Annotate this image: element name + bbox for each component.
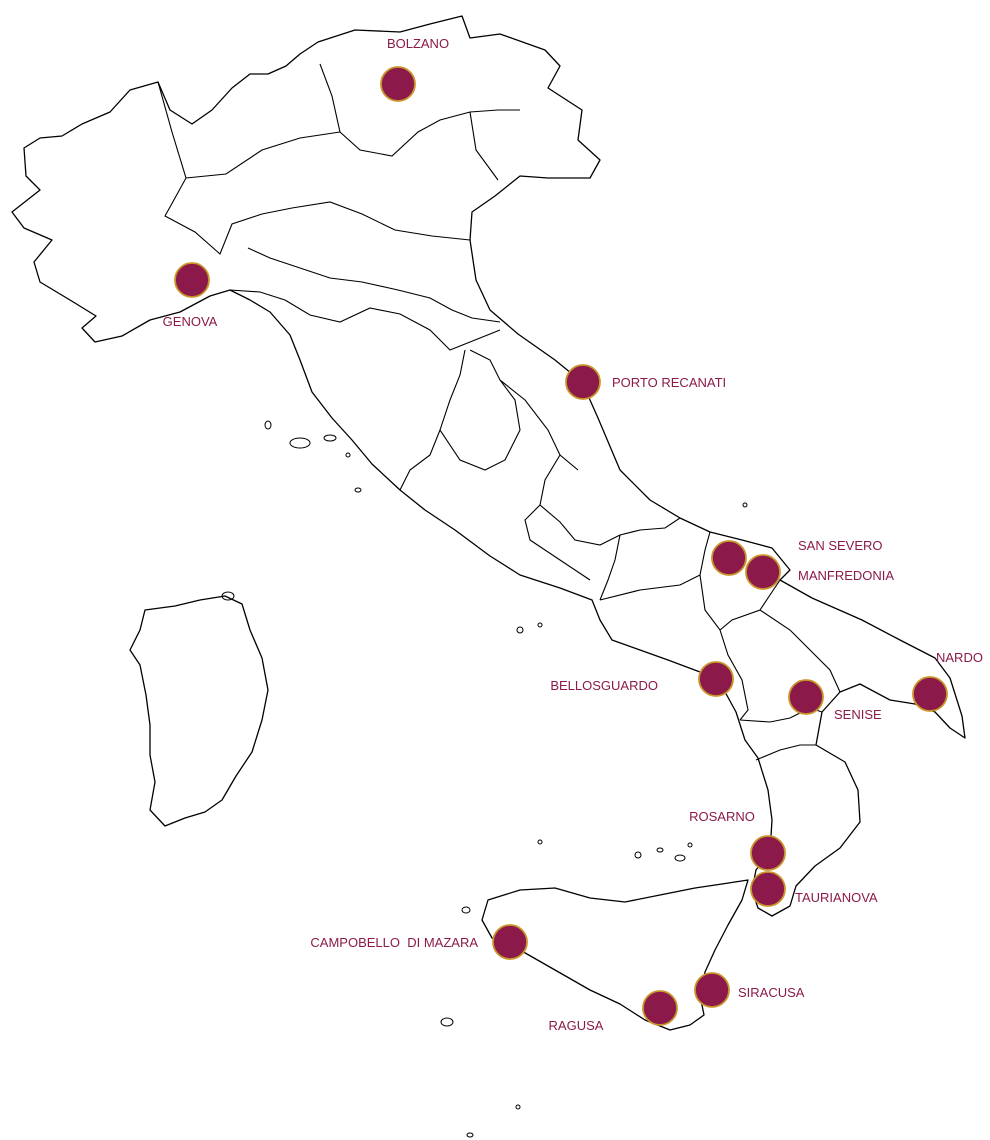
minor-islands — [221, 420, 748, 1138]
label-nardo: NARDO — [936, 650, 983, 665]
marker-senise[interactable] — [788, 679, 824, 715]
location-labels: BOLZANO GENOVA PORTO RECANATI SAN SEVERO MAN… — [163, 36, 983, 1033]
label-manfredonia: MANFREDONIA — [798, 568, 894, 583]
label-bolzano: BOLZANO — [387, 36, 449, 51]
label-san-severo: SAN SEVERO — [798, 538, 883, 553]
sardinia-outline — [129, 595, 269, 827]
label-bellosguardo: BELLOSGUARDO — [550, 678, 658, 693]
label-ragusa: RAGUSA — [549, 1018, 604, 1033]
label-genova: GENOVA — [163, 314, 218, 329]
marker-bolzano[interactable] — [380, 66, 416, 102]
marker-san-severo[interactable] — [711, 540, 747, 576]
marker-porto-recanati[interactable] — [565, 364, 601, 400]
marker-nardo[interactable] — [912, 676, 948, 712]
marker-rosarno[interactable] — [750, 835, 786, 871]
marker-manfredonia[interactable] — [745, 554, 781, 590]
marker-bellosguardo[interactable] — [698, 661, 734, 697]
marker-ragusa[interactable] — [642, 990, 678, 1026]
label-campobello-di-mazara: CAMPOBELLO DI MAZARA — [310, 935, 478, 950]
label-senise: SENISE — [834, 707, 882, 722]
sicily-outline — [481, 879, 749, 1031]
marker-siracusa[interactable] — [694, 972, 730, 1008]
marker-campobello-di-mazara[interactable] — [492, 924, 528, 960]
label-porto-recanati: PORTO RECANATI — [612, 375, 726, 390]
label-taurianova: TAURIANOVA — [795, 890, 878, 905]
location-markers — [174, 66, 948, 1026]
label-rosarno: ROSARNO — [689, 809, 755, 824]
regional-borders — [157, 63, 841, 761]
marker-taurianova[interactable] — [750, 871, 786, 907]
label-siracusa: SIRACUSA — [738, 985, 805, 1000]
marker-genova[interactable] — [174, 262, 210, 298]
